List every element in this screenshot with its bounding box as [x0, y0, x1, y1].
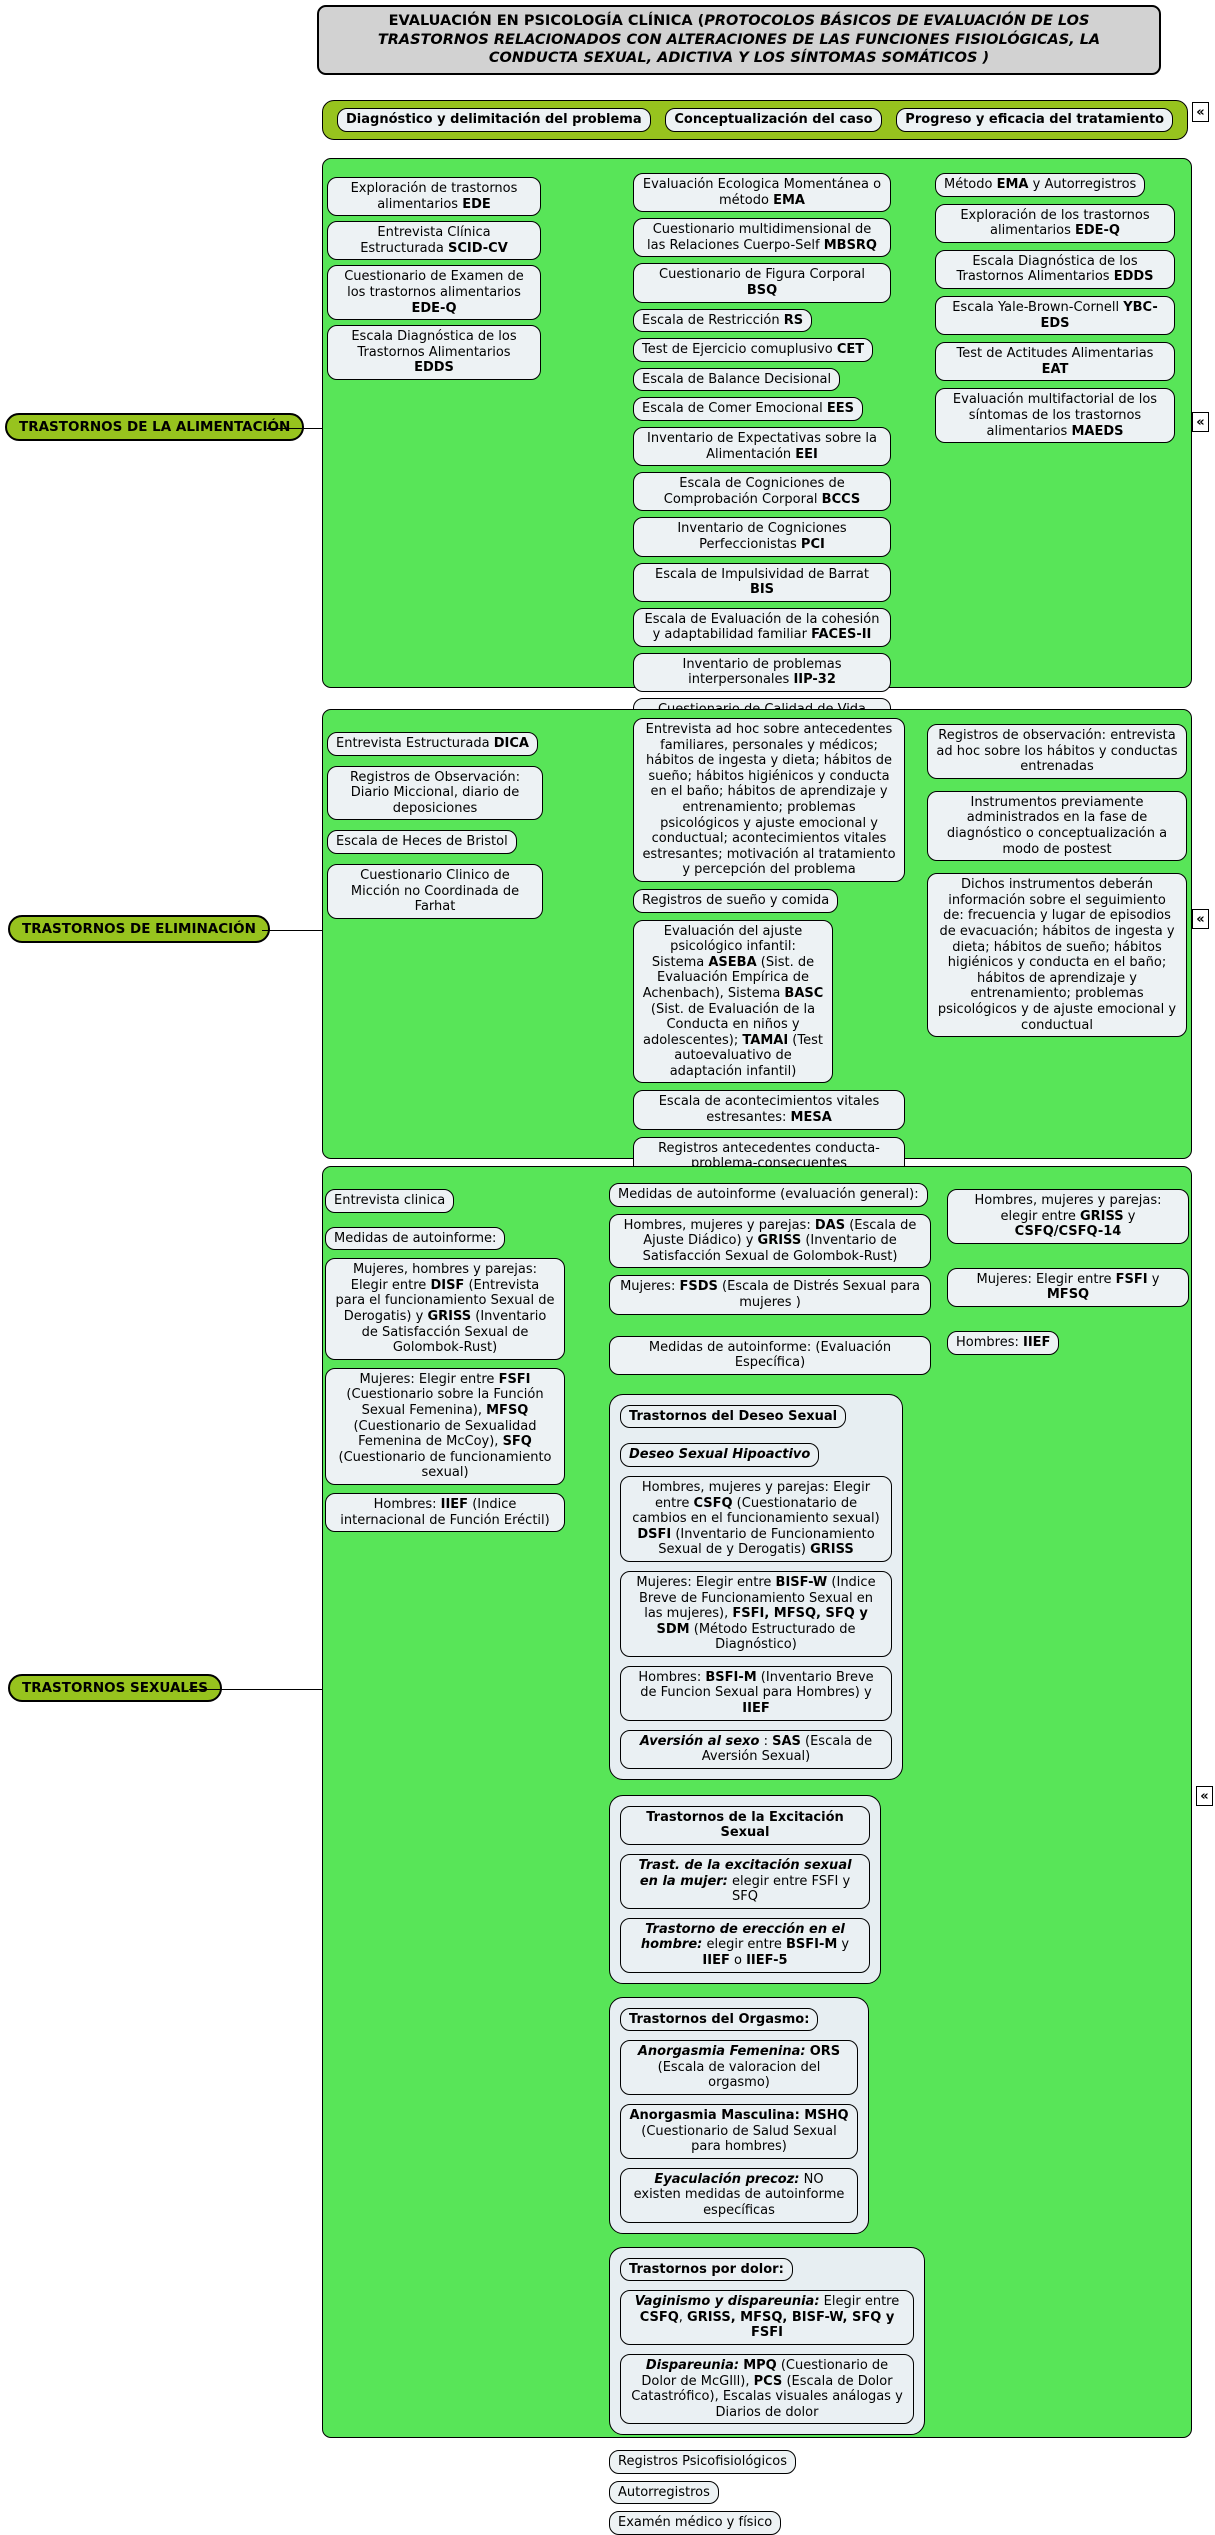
concept-node[interactable]: Registros de sueño y comida: [633, 888, 839, 913]
concept-node[interactable]: Cuestionario Clinico de Micción no Coord…: [327, 863, 543, 919]
concept-node[interactable]: Mujeres: FSDS (Escala de Distrés Sexual …: [609, 1275, 931, 1315]
column-diagnostico: Entrevista Estructurada DICA Registros d…: [327, 732, 543, 919]
subpanel-header-dolor[interactable]: Trastornos por dolor:: [620, 2257, 793, 2282]
concept-map-canvas: EVALUACIÓN EN PSICOLOGÍA CLÍNICA (PROTOC…: [5, 5, 1213, 2535]
phase-conceptualizacion[interactable]: Conceptualización del caso: [665, 108, 882, 132]
concept-node[interactable]: Medidas de autoinforme: (Evaluación Espe…: [609, 1335, 931, 1375]
map-title[interactable]: EVALUACIÓN EN PSICOLOGÍA CLÍNICA (PROTOC…: [317, 5, 1161, 75]
concept-node[interactable]: Escala Diagnóstica de los Trastornos Ali…: [327, 325, 541, 380]
label-trastornos-sexuales[interactable]: TRASTORNOS SEXUALES: [8, 1674, 222, 1702]
concept-node[interactable]: Hombres, mujeres y parejas: DAS (Escala …: [609, 1213, 931, 1269]
column-progreso: Hombres, mujeres y parejas: elegir entre…: [947, 1189, 1189, 1355]
column-conceptualizacion: Evaluación Ecologica Momentánea o método…: [633, 173, 891, 753]
concept-node[interactable]: Escala de Restricción RS: [633, 308, 813, 333]
concept-node[interactable]: Escala de Evaluación de la cohesión y ad…: [633, 607, 891, 647]
column-progreso: Método EMA y Autorregistros Exploración …: [935, 173, 1175, 444]
concept-node[interactable]: Hombres: IIEF: [947, 1330, 1060, 1355]
subpanel-subheader-hipoactivo[interactable]: Deseo Sexual Hipoactivo: [620, 1443, 820, 1467]
subpanel-orgasmo[interactable]: Trastornos del Orgasmo: Anorgasmia Femen…: [609, 1996, 869, 2234]
collapse-icon[interactable]: «: [1192, 412, 1209, 432]
concept-node[interactable]: Evaluación multifactorial de los síntoma…: [935, 388, 1175, 444]
concept-node[interactable]: Medidas de autoinforme (evaluación gener…: [609, 1183, 928, 1207]
concept-node[interactable]: Cuestionario de Examen de los trastornos…: [327, 265, 541, 321]
concept-node[interactable]: Entrevista clinica: [325, 1189, 455, 1213]
subpanel-header-excitacion[interactable]: Trastornos de la Excitación Sexual: [620, 1805, 870, 1846]
column-diagnostico: Exploración de trastornos alimentarios E…: [327, 177, 541, 380]
concept-node[interactable]: Mujeres: Elegir entre FSFI (Cuestionario…: [325, 1367, 565, 1485]
concept-node[interactable]: Trast. de la excitación sexual en la muj…: [620, 1854, 870, 1909]
concept-node[interactable]: Mujeres, hombres y parejas: Elegir entre…: [325, 1258, 565, 1360]
collapse-icon[interactable]: «: [1192, 909, 1209, 929]
phase-progreso[interactable]: Progreso y eficacia del tratamiento: [896, 108, 1173, 132]
connector-line: [262, 930, 322, 931]
subpanel-deseo-sexual[interactable]: Trastornos del Deseo Sexual Deseo Sexual…: [609, 1393, 903, 1780]
concept-node[interactable]: Instrumentos previamente administrados e…: [927, 790, 1187, 862]
concept-node[interactable]: Examén médico y físico: [609, 2511, 782, 2535]
connector-line: [189, 1689, 322, 1690]
concept-node[interactable]: Mujeres: Elegir entre BISF-W (Indice Bre…: [620, 1570, 892, 1657]
concept-node[interactable]: Medidas de autoinforme:: [325, 1226, 506, 1251]
concept-node[interactable]: Escala de Heces de Bristol: [327, 830, 517, 854]
concept-node[interactable]: Hombres, mujeres y parejas: elegir entre…: [947, 1189, 1189, 1244]
column-conceptualizacion: Entrevista ad hoc sobre antecedentes fam…: [633, 718, 905, 1176]
concept-node[interactable]: Hombres, mujeres y parejas: Elegir entre…: [620, 1475, 892, 1562]
phases-band[interactable]: Diagnóstico y delimitación del problema …: [322, 100, 1188, 140]
concept-node[interactable]: Hombres: BSFI-M (Inventario Breve de Fun…: [620, 1665, 892, 1721]
collapse-icon[interactable]: «: [1192, 102, 1209, 122]
column-conceptualizacion: Medidas de autoinforme (evaluación gener…: [609, 1183, 931, 2535]
concept-node[interactable]: Test de Ejercicio comuplusivo CET: [633, 338, 874, 362]
subpanel-header-deseo[interactable]: Trastornos del Deseo Sexual: [620, 1404, 847, 1429]
subpanel-dolor[interactable]: Trastornos por dolor: Vaginismo y dispar…: [609, 2246, 925, 2436]
concept-node[interactable]: Cuestionario multidimensional de las Rel…: [633, 218, 891, 258]
concept-node[interactable]: Inventario de problemas interpersonales …: [633, 652, 891, 693]
concept-node[interactable]: Entrevista Estructurada DICA: [327, 732, 538, 756]
concept-node[interactable]: Registros de observación: entrevista ad …: [927, 724, 1187, 779]
concept-node[interactable]: Entrevista Clínica Estructurada SCID-CV: [327, 221, 541, 261]
label-trastornos-eliminacion[interactable]: TRASTORNOS DE ELIMINACIÓN: [8, 915, 270, 943]
collapse-icon[interactable]: «: [1196, 1786, 1213, 1806]
concept-node[interactable]: Escala de Impulsividad de Barrat BIS: [633, 562, 891, 602]
connector-line: [267, 428, 322, 429]
concept-node[interactable]: Dispareunia: MPQ (Cuestionario de Dolor …: [620, 2353, 914, 2425]
concept-node[interactable]: Inventario de Expectativas sobre la Alim…: [633, 426, 891, 467]
subpanel-header-orgasmo[interactable]: Trastornos del Orgasmo:: [620, 2007, 819, 2032]
concept-node[interactable]: Entrevista ad hoc sobre antecedentes fam…: [633, 718, 905, 882]
concept-node[interactable]: Inventario de Cogniciones Perfeccionista…: [633, 517, 891, 557]
concept-node[interactable]: Trastorno de erección en el hombre: eleg…: [620, 1917, 870, 1973]
panel-trastornos-eliminacion[interactable]: Entrevista Estructurada DICA Registros d…: [322, 709, 1192, 1176]
concept-node[interactable]: Escala de Comer Emocional EES: [633, 397, 863, 421]
concept-node[interactable]: Cuestionario de Figura Corporal BSQ: [633, 263, 891, 303]
concept-node[interactable]: Vaginismo y dispareunia: Elegir entre CS…: [620, 2290, 914, 2345]
concept-node[interactable]: Escala Diagnóstica de los Trastornos Ali…: [935, 249, 1175, 289]
panel-trastornos-sexuales[interactable]: Entrevista clinica Medidas de autoinform…: [322, 1166, 1192, 2535]
concept-node[interactable]: Método EMA y Autorregistros: [935, 173, 1146, 197]
concept-node[interactable]: Evaluación Ecologica Momentánea o método…: [633, 173, 891, 213]
concept-node[interactable]: Escala de Balance Decisional: [633, 367, 841, 392]
panel-trastornos-alimentacion[interactable]: Exploración de trastornos alimentarios E…: [322, 158, 1192, 753]
concept-node[interactable]: Escala de acontecimientos vitales estres…: [633, 1090, 905, 1130]
concept-node[interactable]: Aversión al sexo : SAS (Escala de Aversi…: [620, 1729, 892, 1769]
concept-node[interactable]: Escala de Cogniciones de Comprobación Co…: [633, 472, 891, 512]
subpanel-excitacion-sexual[interactable]: Trastornos de la Excitación Sexual Trast…: [609, 1794, 881, 1984]
column-progreso: Registros de observación: entrevista ad …: [927, 724, 1187, 1038]
concept-node[interactable]: Mujeres: Elegir entre FSFI y MFSQ: [947, 1267, 1189, 1307]
concept-node[interactable]: Hombres: IIEF (Indice internacional de F…: [325, 1492, 565, 1533]
column-diagnostico: Entrevista clinica Medidas de autoinform…: [325, 1189, 565, 1533]
concept-node[interactable]: Test de Actitudes Alimentarias EAT: [935, 342, 1175, 382]
concept-node[interactable]: Anorgasmia Masculina: MSHQ (Cuestionario…: [620, 2103, 858, 2159]
concept-node[interactable]: Escala Yale-Brown-Cornell YBC-EDS: [935, 295, 1175, 336]
concept-node[interactable]: Exploración de los trastornos alimentari…: [935, 203, 1175, 243]
concept-node[interactable]: Exploración de trastornos alimentarios E…: [327, 177, 541, 217]
phase-diagnostico[interactable]: Diagnóstico y delimitación del problema: [337, 108, 651, 132]
concept-node[interactable]: Evaluación del ajuste psicológico infant…: [633, 919, 833, 1084]
concept-node[interactable]: Registros de Observación: Diario Miccion…: [327, 765, 543, 821]
concept-node[interactable]: Eyaculación precoz: NO existen medidas d…: [620, 2167, 858, 2223]
concept-node[interactable]: Autorregistros: [609, 2480, 719, 2505]
concept-node[interactable]: Registros Psicofisiológicos: [609, 2450, 797, 2474]
concept-node[interactable]: Dichos instrumentos deberán información …: [927, 873, 1187, 1038]
label-trastornos-alimentacion[interactable]: TRASTORNOS DE LA ALIMENTACIÓN: [5, 413, 305, 441]
concept-node[interactable]: Anorgasmia Femenina: ORS (Escala de valo…: [620, 2040, 858, 2095]
